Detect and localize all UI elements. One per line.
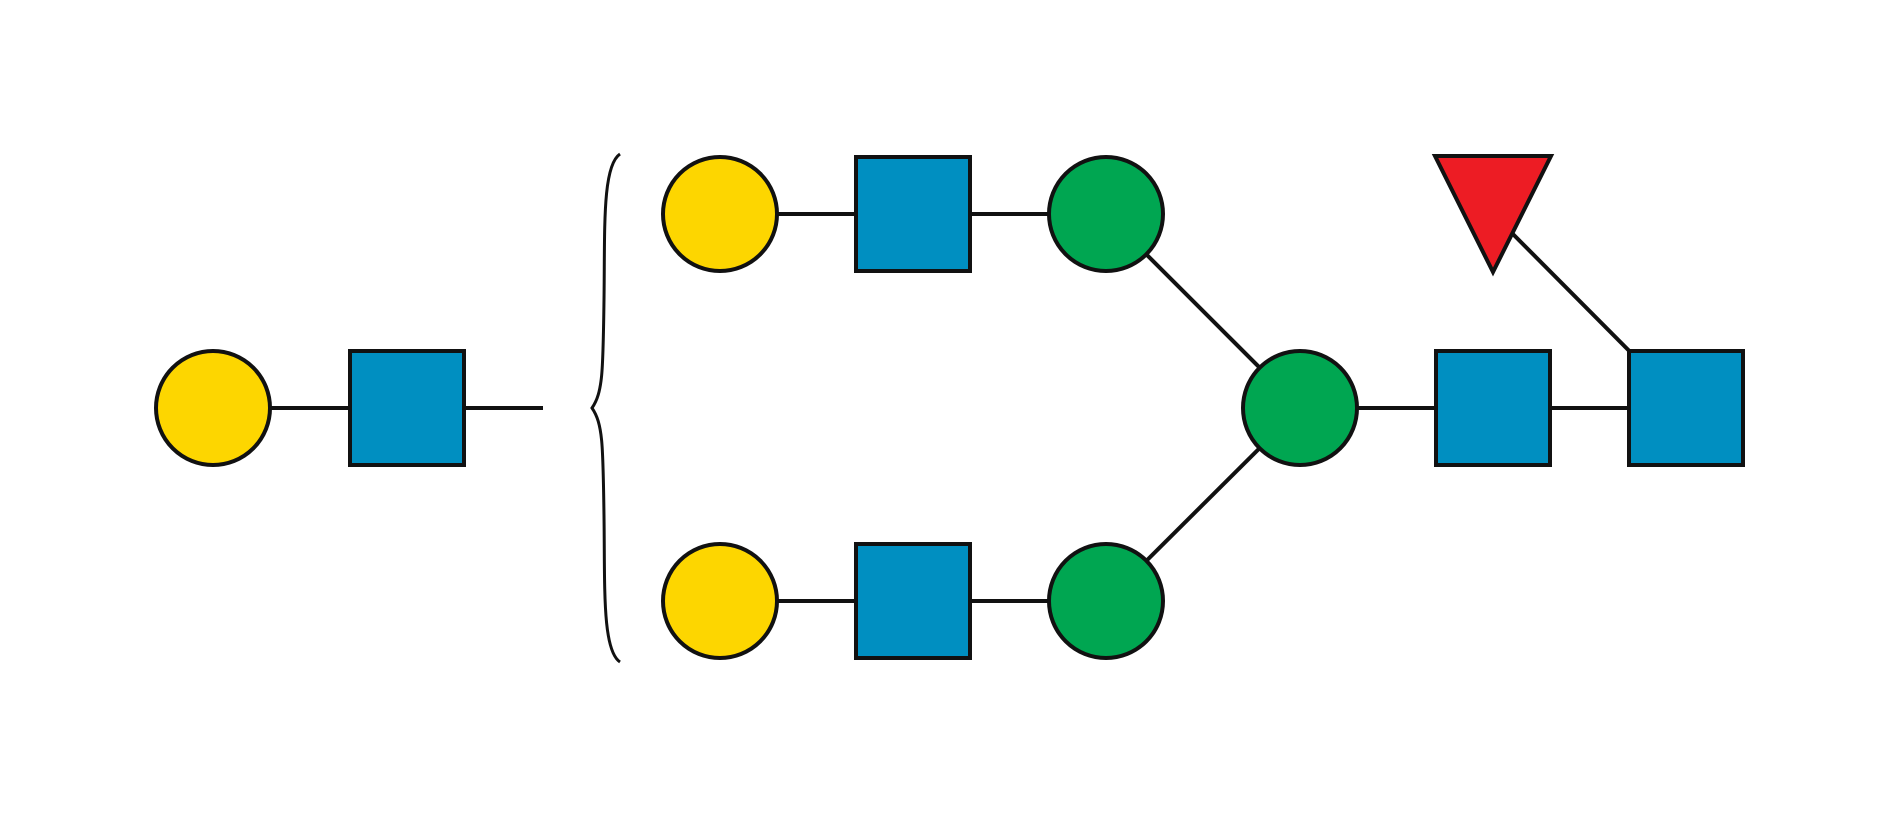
red-triangle-icon <box>1431 154 1555 277</box>
blue-square-icon <box>854 542 972 660</box>
blue-square-icon <box>1434 349 1552 467</box>
yellow-circle-icon <box>661 155 779 273</box>
curly-brace-icon <box>590 152 621 664</box>
green-circle-icon <box>1047 155 1165 273</box>
blue-square-icon <box>854 155 972 273</box>
blue-square-icon <box>1627 349 1745 467</box>
yellow-circle-icon <box>661 542 779 660</box>
green-circle-icon <box>1241 349 1359 467</box>
blue-square-icon <box>348 349 466 467</box>
yellow-circle-icon <box>154 349 272 467</box>
green-circle-icon <box>1047 542 1165 660</box>
residue-layer <box>154 154 1745 660</box>
